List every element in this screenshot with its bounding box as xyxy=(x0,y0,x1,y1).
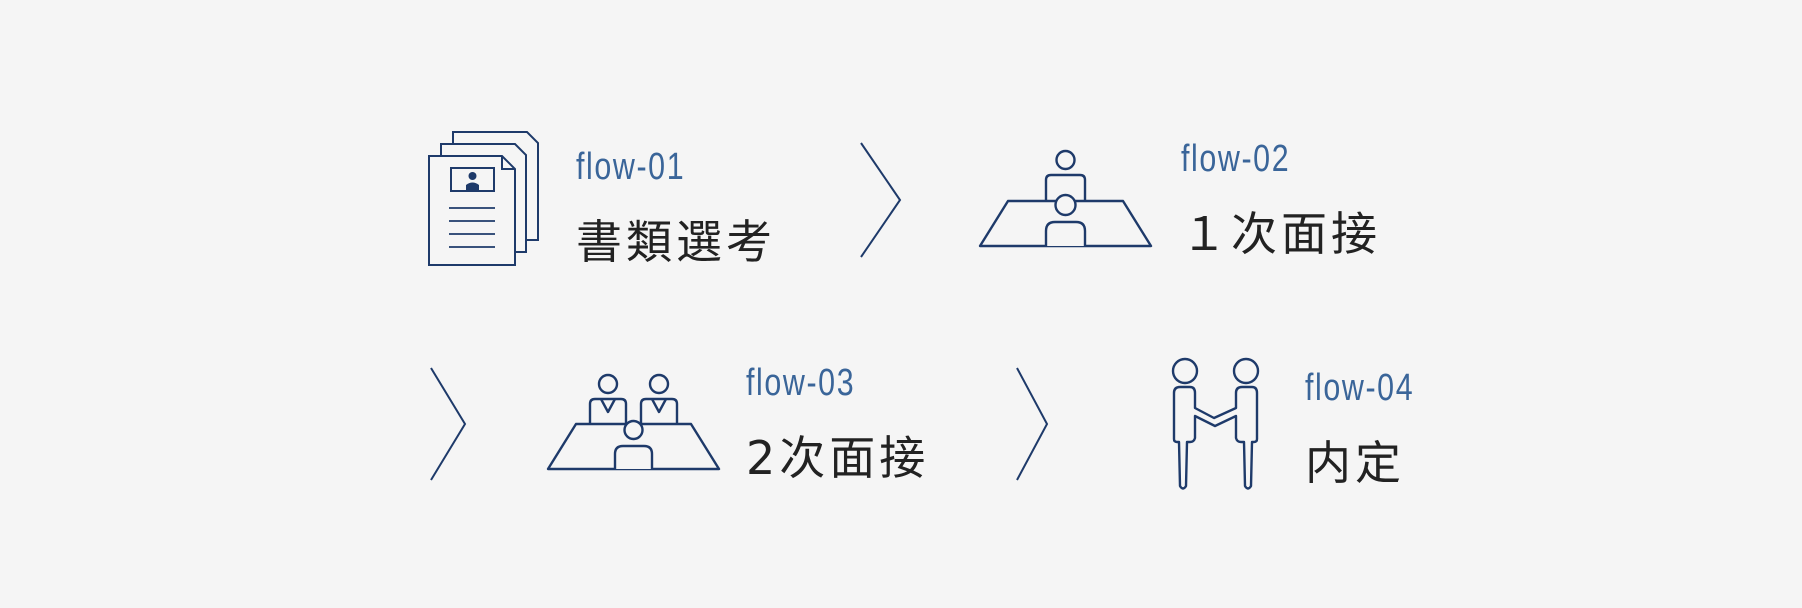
step-3-label: flow-03 xyxy=(746,362,856,404)
chevron-right-icon xyxy=(1016,367,1049,481)
chevron-right-icon xyxy=(860,142,902,258)
chevron-right-icon xyxy=(430,367,467,481)
step-2-label: flow-02 xyxy=(1181,138,1291,180)
step-2-title: １次面接 xyxy=(1181,207,1381,261)
one-on-one-interview-icon xyxy=(978,149,1153,248)
step-1-title: 書類選考 xyxy=(576,215,776,269)
step-1-label: flow-01 xyxy=(576,146,686,188)
step-4-title: 内定 xyxy=(1305,436,1405,490)
documents-icon xyxy=(428,131,539,266)
panel-interview-icon xyxy=(546,373,721,471)
handshake-icon xyxy=(1171,357,1260,490)
step-3-title: 2次面接 xyxy=(746,431,930,485)
step-4-label: flow-04 xyxy=(1305,367,1415,409)
